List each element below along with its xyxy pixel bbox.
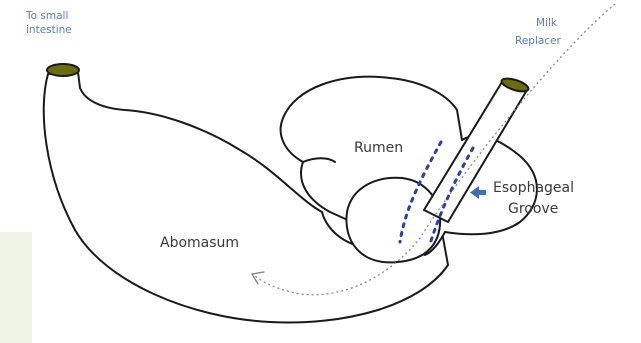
small-intestine-opening [47, 64, 79, 76]
esophageal-groove-label-line2: Groove [508, 201, 558, 217]
milk-replacer-label-line2: Replacer [515, 35, 562, 47]
reticulum-outline [346, 178, 440, 263]
small-intestine-label-line2: intestine [26, 24, 72, 36]
abomasum-label: Abomasum [160, 235, 239, 251]
rumen-label: Rumen [354, 140, 403, 156]
esophageal-groove-label-line1: Esophageal [493, 180, 574, 196]
milk-replacer-label-line1: Milk [536, 17, 558, 29]
small-intestine-label-line1: To small [25, 10, 68, 22]
corner-tint [0, 232, 32, 343]
